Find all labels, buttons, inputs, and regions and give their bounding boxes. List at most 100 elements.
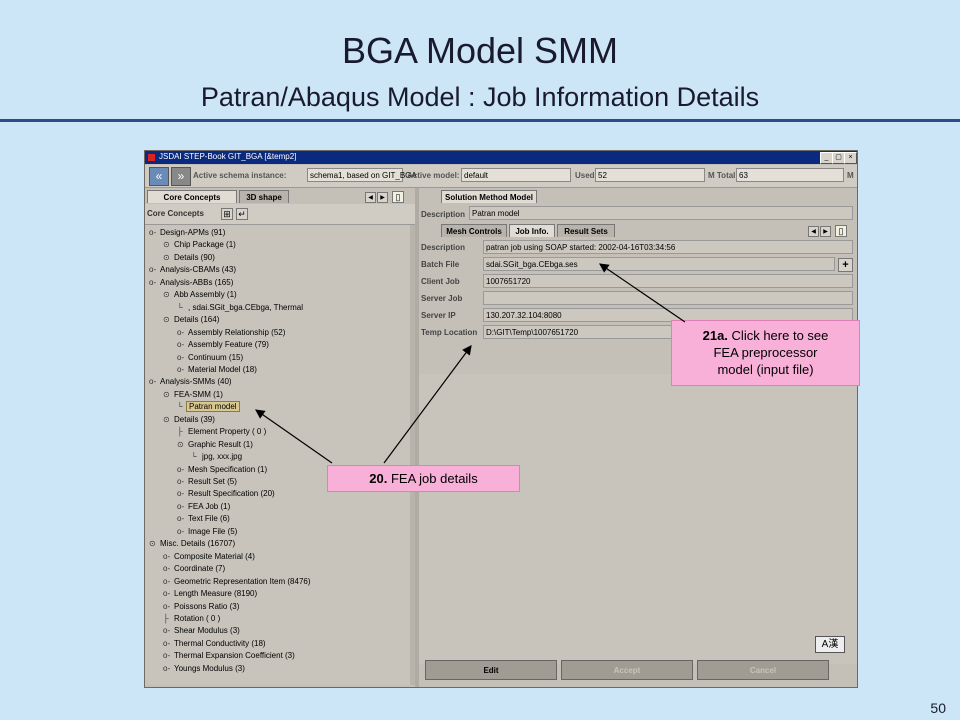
tree-node-icon[interactable]: o- xyxy=(177,514,185,524)
tree-node-icon[interactable]: o- xyxy=(163,564,171,574)
tree-node-icon[interactable]: ⊙ xyxy=(149,539,156,549)
tree-node-icon[interactable]: └ xyxy=(191,452,197,462)
tree-item[interactable]: o-FEA Job (1) xyxy=(177,501,232,513)
tree-item[interactable]: o-Design-APMs (91) xyxy=(149,227,227,239)
tree-item[interactable]: ⊙Chip Package (1) xyxy=(163,239,238,251)
tree-item[interactable]: o-Result Set (5) xyxy=(177,476,239,488)
tab-mesh-controls[interactable]: Mesh Controls xyxy=(441,224,507,237)
tree-node-icon[interactable]: o- xyxy=(163,626,171,636)
tree-item[interactable]: o-Assembly Relationship (52) xyxy=(177,327,287,339)
tree-node-icon[interactable]: ├ xyxy=(177,427,183,437)
tree-node-icon[interactable]: ⊙ xyxy=(177,439,184,449)
tree-item[interactable]: o-Poissons Ratio (3) xyxy=(163,601,241,613)
tree-node-icon[interactable]: o- xyxy=(163,651,171,661)
tree-item[interactable]: o-Result Specification (20) xyxy=(177,488,277,500)
tree-item[interactable]: o-Coordinate (7) xyxy=(163,563,227,575)
tree-node-icon[interactable]: o- xyxy=(163,576,171,586)
tree-node-icon[interactable]: ⊙ xyxy=(163,252,170,262)
tab-3d-shape[interactable]: 3D shape xyxy=(239,190,289,203)
tree-node-icon[interactable]: └ xyxy=(177,302,183,312)
description-field[interactable]: Patran model xyxy=(469,206,853,220)
tree-node-icon[interactable]: o- xyxy=(177,340,185,350)
scroll-left-icon[interactable]: ◀ xyxy=(365,192,376,203)
subtab-document-icon[interactable]: ▯ xyxy=(835,225,847,237)
tree-item[interactable]: ⊙Graphic Result (1) xyxy=(177,439,255,451)
accept-button[interactable]: Accept xyxy=(561,660,693,680)
tree-item[interactable]: ⊙Abb Assembly (1) xyxy=(163,289,239,301)
tab-solution-method-model[interactable]: Solution Method Model xyxy=(441,190,537,203)
tree-node-icon[interactable]: o- xyxy=(163,551,171,561)
tree-item[interactable]: o-Shear Modulus (3) xyxy=(163,625,242,637)
job-description-field[interactable]: patran job using SOAP started: 2002-04-1… xyxy=(483,240,853,254)
tree-item[interactable]: o-Analysis-SMMs (40) xyxy=(149,376,234,388)
tree-item[interactable]: o-Material Model (18) xyxy=(177,364,259,376)
tree-node-icon[interactable]: ⊙ xyxy=(163,389,170,399)
tree-node-icon[interactable]: o- xyxy=(177,477,185,486)
tree-item[interactable]: o-Analysis-ABBs (165) xyxy=(149,277,235,289)
schema-field[interactable]: schema1, based on GIT_BGA xyxy=(307,168,417,182)
tree-node-icon[interactable]: ⊙ xyxy=(163,315,170,325)
tree-node-icon[interactable]: o- xyxy=(163,638,171,648)
tree-node-icon[interactable]: o- xyxy=(177,327,185,337)
batch-file-field[interactable]: sdai.SGit_bga.CEbga.ses xyxy=(483,257,835,271)
tree-item[interactable]: o-Image File (5) xyxy=(177,526,239,538)
tree-item[interactable]: o-Assembly Feature (79) xyxy=(177,339,271,351)
tree-node-icon[interactable]: ├ xyxy=(163,613,169,623)
tree-item[interactable]: ⊙Details (164) xyxy=(163,314,221,326)
tree-node-icon[interactable]: ⊙ xyxy=(163,414,170,424)
enter-icon[interactable]: ↵ xyxy=(236,208,248,220)
tree-node-icon[interactable]: o- xyxy=(149,228,157,237)
ime-toggle-button[interactable]: A漢 xyxy=(815,636,845,653)
back-arrow-icon[interactable]: « xyxy=(149,167,169,186)
tree-item[interactable]: └, sdai.SGit_bga.CEbga, Thermal xyxy=(177,302,305,314)
tree-node-icon[interactable]: o- xyxy=(163,589,171,599)
tree-item[interactable]: └Patran model xyxy=(177,401,240,413)
tree-node-icon[interactable]: o- xyxy=(149,377,157,387)
cancel-button[interactable]: Cancel xyxy=(697,660,829,680)
tree-node-icon[interactable]: ⊙ xyxy=(163,240,170,250)
tree-node-icon[interactable]: o- xyxy=(177,364,185,374)
scroll-right-icon[interactable]: ▶ xyxy=(377,192,388,203)
tree-item[interactable]: ├Element Property ( 0 ) xyxy=(177,426,268,438)
tree-node-icon[interactable]: o- xyxy=(163,601,171,611)
tab-result-sets[interactable]: Result Sets xyxy=(557,224,615,237)
document-icon[interactable]: ▯ xyxy=(392,191,404,203)
tree-item[interactable]: o-Analysis-CBAMs (43) xyxy=(149,264,238,276)
tree-item[interactable]: └jpg, xxx.jpg xyxy=(191,451,244,463)
tree-node-icon[interactable]: o- xyxy=(177,526,185,536)
tree-node-icon[interactable]: o- xyxy=(177,352,185,362)
edit-button[interactable]: Edit xyxy=(425,660,557,680)
tab-job-info[interactable]: Job Info. xyxy=(509,224,555,237)
tree-item[interactable]: o-Continuum (15) xyxy=(177,352,245,364)
tree-item[interactable]: ├Rotation ( 0 ) xyxy=(163,613,222,625)
tree-item[interactable]: o-Thermal Expansion Coefficient (3) xyxy=(163,650,297,662)
subtab-scroll-left-icon[interactable]: ◀ xyxy=(808,226,819,237)
tree-item[interactable]: o-Thermal Conductivity (18) xyxy=(163,638,268,650)
tree-item[interactable]: o-Composite Material (4) xyxy=(163,551,257,563)
tree-item[interactable]: o-Geometric Representation Item (8476) xyxy=(163,576,313,588)
tree-item[interactable]: o-Youngs Modulus (3) xyxy=(163,663,247,675)
tree-item[interactable]: o-Text File (6) xyxy=(177,513,232,525)
subtab-scroll-right-icon[interactable]: ▶ xyxy=(820,226,831,237)
tree-node-icon[interactable]: ⊙ xyxy=(163,290,170,300)
tree-item[interactable]: ⊙FEA-SMM (1) xyxy=(163,389,225,401)
add-icon[interactable]: + xyxy=(838,258,853,272)
client-job-field[interactable]: 1007651720 xyxy=(483,274,853,288)
tree-item[interactable]: ⊙Details (90) xyxy=(163,252,217,264)
window-titlebar[interactable]: JSDAI STEP-Book GIT_BGA [&temp2] _ ▢ × xyxy=(145,151,857,164)
tree-item[interactable]: o-Length Measure (8190) xyxy=(163,588,259,600)
tree-item[interactable]: ⊙Misc. Details (16707) xyxy=(149,538,237,550)
tree-node-icon[interactable]: o- xyxy=(177,489,185,499)
tree-node-icon[interactable]: └ xyxy=(177,402,183,412)
tree-node-icon[interactable]: o- xyxy=(177,464,185,474)
model-field[interactable]: default xyxy=(461,168,571,182)
close-button[interactable]: × xyxy=(844,152,857,164)
tree-item[interactable]: o-Mesh Specification (1) xyxy=(177,464,269,476)
concept-tree[interactable]: o-Design-APMs (91)⊙Chip Package (1)⊙Deta… xyxy=(145,225,410,685)
tree-view-icon[interactable]: ⊞ xyxy=(221,208,233,220)
tree-node-icon[interactable]: o- xyxy=(149,265,157,275)
tree-node-icon[interactable]: o- xyxy=(163,663,171,673)
tree-node-icon[interactable]: o- xyxy=(149,277,157,287)
forward-arrow-icon[interactable]: » xyxy=(171,167,191,186)
tab-core-concepts[interactable]: Core Concepts xyxy=(147,190,237,203)
